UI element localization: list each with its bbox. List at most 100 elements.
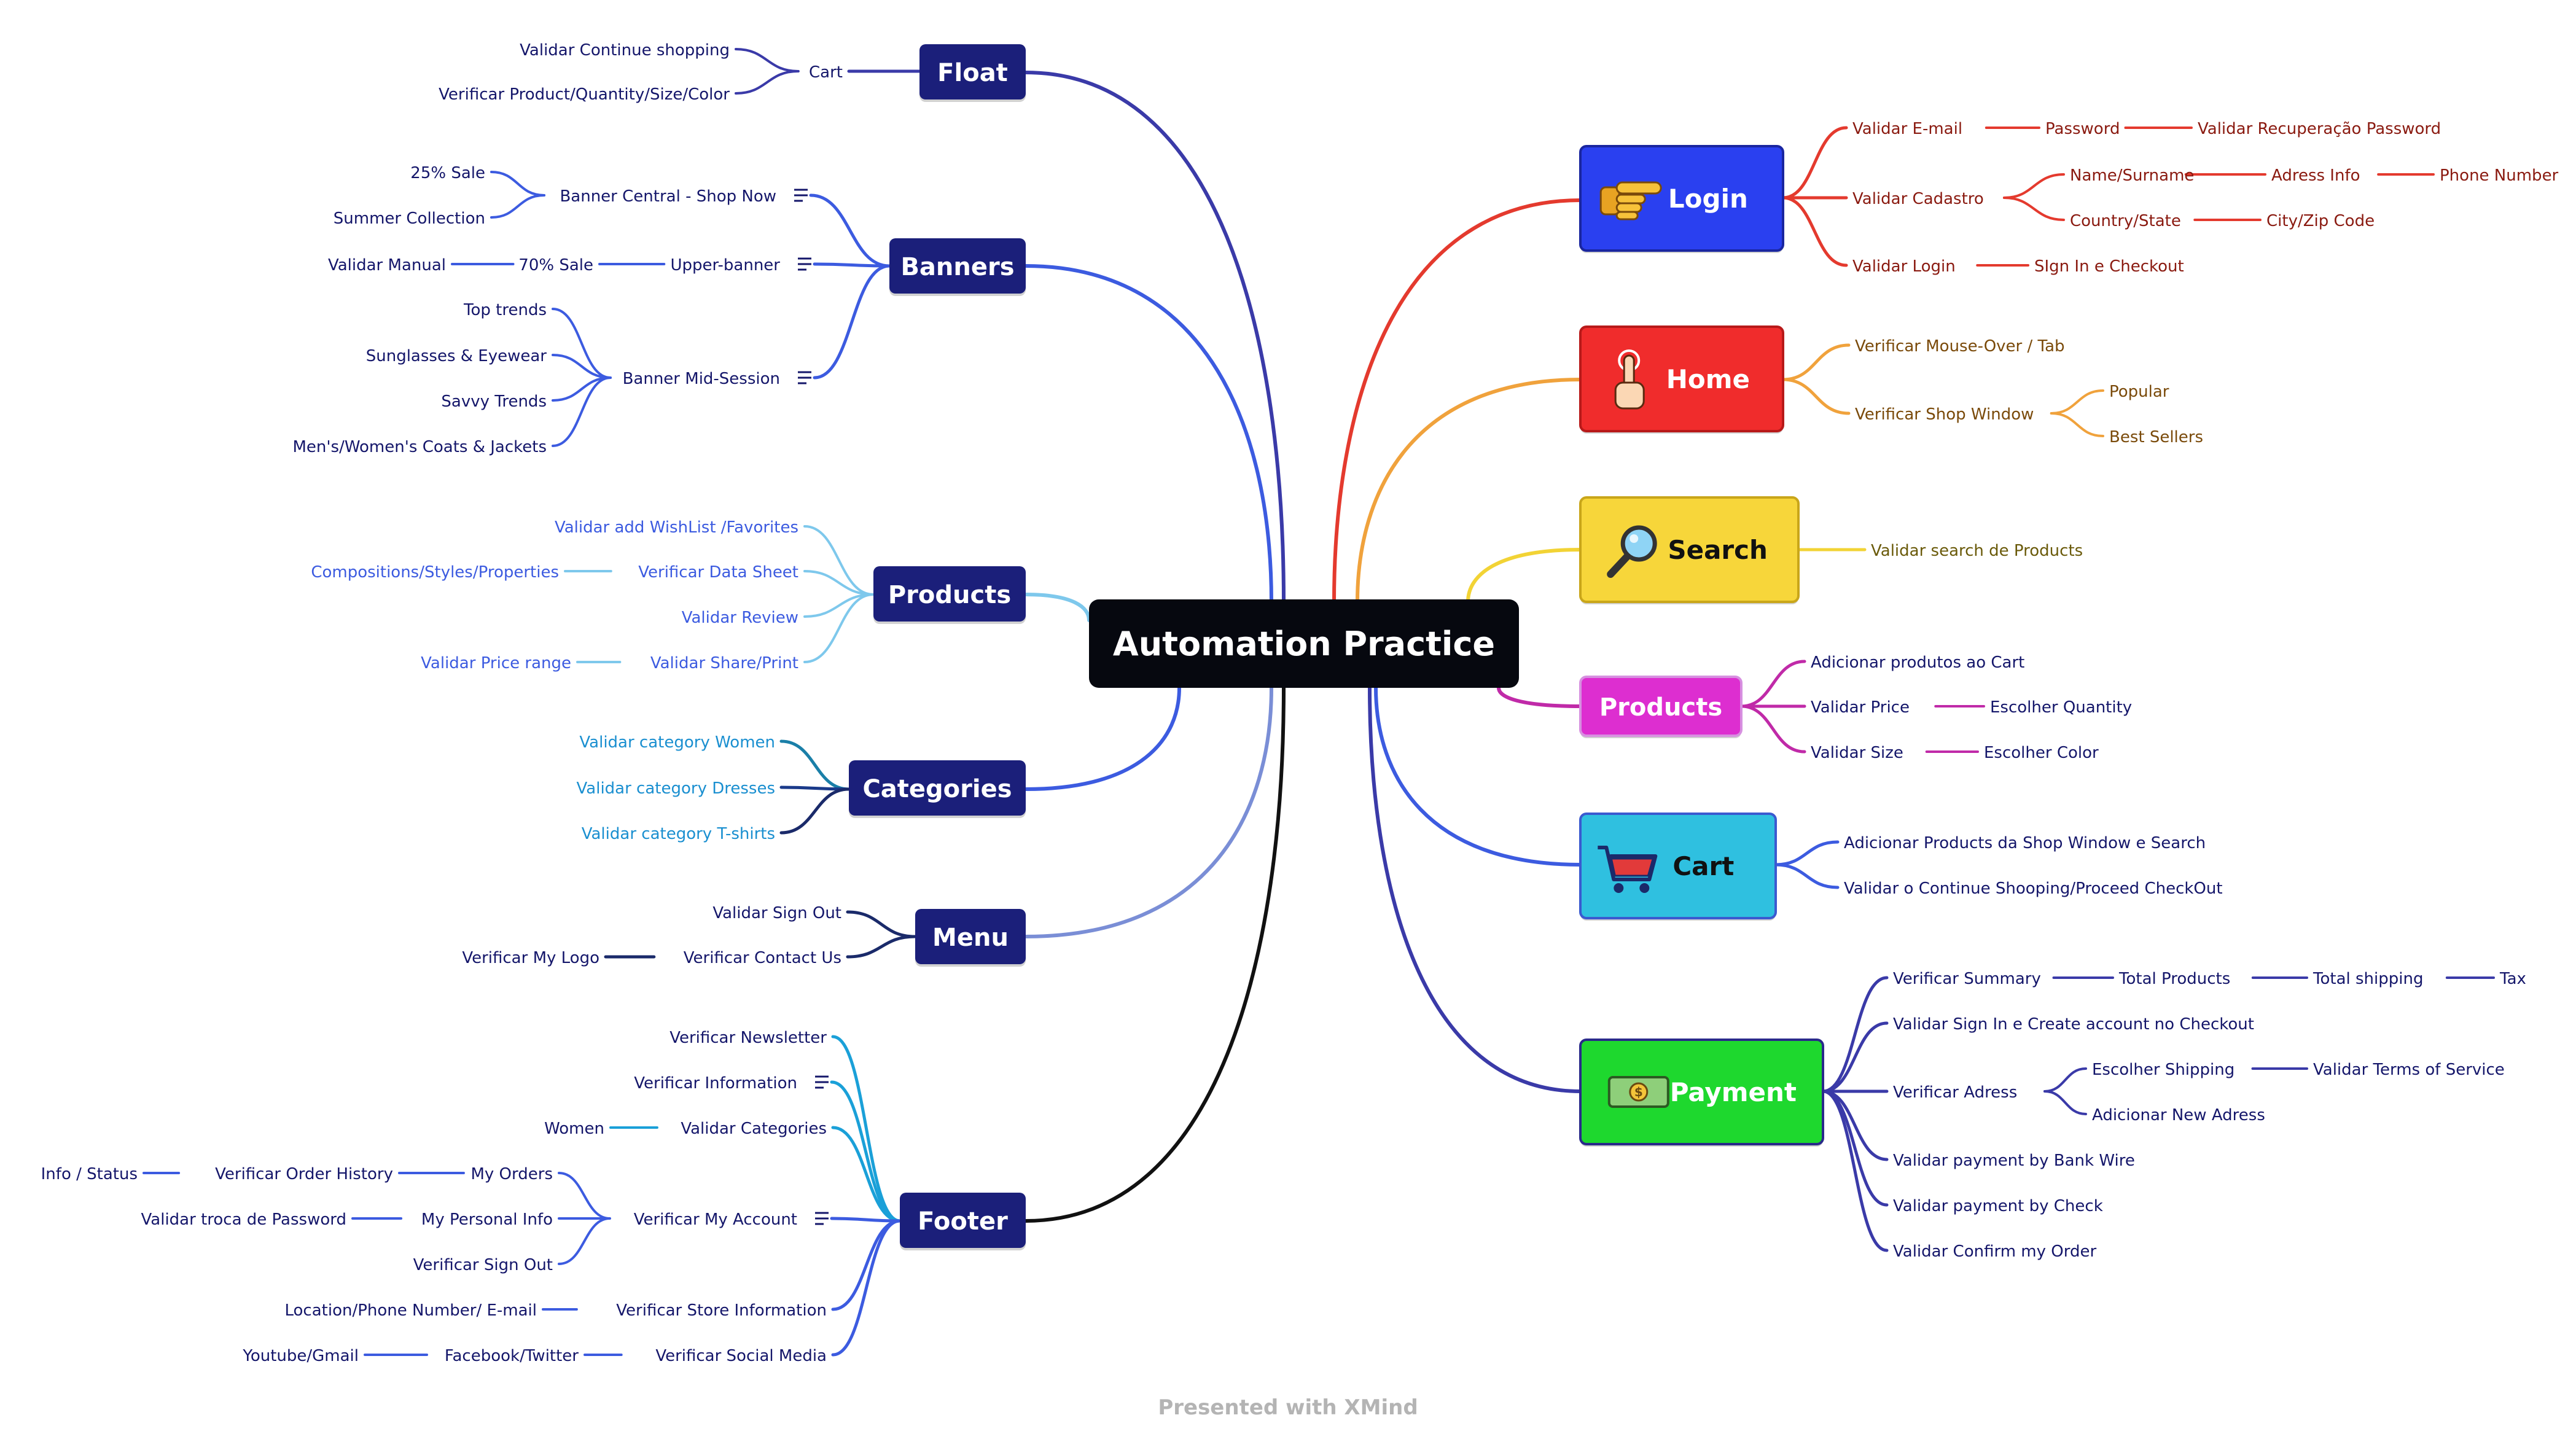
notes-icon[interactable] [798, 257, 811, 271]
node-validar-manual[interactable]: Validar Manual [328, 256, 446, 275]
node-men-s-women-s-coats-jackets[interactable]: Men's/Women's Coats & Jackets [292, 438, 547, 456]
node-city-zip-code[interactable]: City/Zip Code [2266, 212, 2375, 230]
node-verificar-sign-out[interactable]: Verificar Sign Out [413, 1256, 553, 1274]
node-validar-category-t-shirts[interactable]: Validar category T-shirts [582, 825, 775, 843]
node-validar-share-print[interactable]: Validar Share/Print [650, 654, 798, 672]
node-cart[interactable]: Cart [809, 63, 843, 82]
node-upper-banner[interactable]: Upper-banner [670, 256, 780, 275]
node-savvy-trends[interactable]: Savvy Trends [441, 392, 547, 411]
node-validar-sign-out[interactable]: Validar Sign Out [712, 904, 841, 922]
node-escolher-quantity[interactable]: Escolher Quantity [1990, 698, 2132, 717]
node-compositions-styles-properties[interactable]: Compositions/Styles/Properties [311, 563, 559, 582]
central-topic[interactable]: Automation Practice [1089, 599, 1519, 688]
main-topic-banners-left[interactable]: Banners [889, 238, 1026, 296]
main-topic-cart-right[interactable]: Cart [1579, 813, 1777, 921]
node-verificar-my-account[interactable]: Verificar My Account [634, 1210, 797, 1229]
node-validar-continue-shopping[interactable]: Validar Continue shopping [520, 41, 730, 60]
node-verificar-contact-us[interactable]: Verificar Contact Us [684, 949, 841, 967]
node-escolher-shipping[interactable]: Escolher Shipping [2092, 1061, 2234, 1079]
node-validar-sign-in-e-create-account-no-chec[interactable]: Validar Sign In e Create account no Chec… [1893, 1015, 2254, 1034]
main-topic-float-left[interactable]: Float [919, 44, 1026, 102]
node-verificar-order-history[interactable]: Verificar Order History [215, 1165, 393, 1183]
node-validar-payment-by-bank-wire[interactable]: Validar payment by Bank Wire [1893, 1152, 2135, 1170]
connector-line [2002, 197, 2065, 221]
connector-line [490, 171, 545, 197]
node-verificar-information[interactable]: Verificar Information [634, 1074, 797, 1093]
node-banner-mid-session[interactable]: Banner Mid-Session [623, 370, 780, 388]
node-validar-payment-by-check[interactable]: Validar payment by Check [1893, 1197, 2103, 1215]
node-validar-cadastro[interactable]: Validar Cadastro [1852, 190, 1984, 208]
node-verificar-my-logo[interactable]: Verificar My Logo [462, 949, 599, 967]
node-adress-info[interactable]: Adress Info [2271, 166, 2360, 185]
node-total-products[interactable]: Total Products [2118, 970, 2230, 988]
node-validar-categories[interactable]: Validar Categories [681, 1120, 827, 1138]
node-escolher-color[interactable]: Escolher Color [1984, 744, 2099, 762]
notes-icon[interactable] [794, 189, 808, 202]
node-best-sellers[interactable]: Best Sellers [2109, 428, 2203, 446]
node-validar-review[interactable]: Validar Review [682, 609, 798, 627]
node-verificar-product-quantity-size-color[interactable]: Verificar Product/Quantity/Size/Color [439, 85, 730, 104]
node-validar-price-range[interactable]: Validar Price range [421, 654, 571, 672]
node-password[interactable]: Password [2045, 120, 2120, 138]
node-verificar-summary[interactable]: Verificar Summary [1893, 970, 2041, 988]
notes-icon[interactable] [815, 1212, 829, 1225]
node-verificar-adress[interactable]: Verificar Adress [1893, 1083, 2017, 1102]
node-validar-recupera-o-password[interactable]: Validar Recuperação Password [2198, 120, 2441, 138]
node-validar-terms-of-service[interactable]: Validar Terms of Service [2313, 1061, 2505, 1079]
main-topic-categories-left[interactable]: Categories [849, 760, 1026, 818]
node-banner-central-shop-now[interactable]: Banner Central - Shop Now [560, 187, 776, 206]
node-25-sale[interactable]: 25% Sale [410, 164, 485, 182]
node-tax[interactable]: Tax [2499, 970, 2526, 988]
node-validar-e-mail[interactable]: Validar E-mail [1852, 120, 1962, 138]
notes-icon[interactable] [815, 1075, 829, 1089]
node-verificar-store-information[interactable]: Verificar Store Information [616, 1301, 827, 1320]
main-topic-products-left[interactable]: Products [873, 566, 1026, 624]
node-validar-add-wishlist-favorites[interactable]: Validar add WishList /Favorites [555, 518, 798, 537]
node-verificar-newsletter[interactable]: Verificar Newsletter [669, 1029, 827, 1047]
node-location-phone-number-e-mail[interactable]: Location/Phone Number/ E-mail [284, 1301, 537, 1320]
node-info-status[interactable]: Info / Status [41, 1165, 138, 1183]
main-topic-home-right[interactable]: Home [1579, 325, 1784, 434]
node-validar-price[interactable]: Validar Price [1811, 698, 1910, 717]
node-name-surname[interactable]: Name/Surname [2070, 166, 2194, 185]
trunk-connector [1368, 686, 1582, 1093]
node-verificar-social-media[interactable]: Verificar Social Media [655, 1347, 827, 1365]
node-validar-size[interactable]: Validar Size [1811, 744, 1903, 762]
node-validar-search-de-products[interactable]: Validar search de Products [1871, 542, 2083, 560]
node-youtube-gmail[interactable]: Youtube/Gmail [242, 1347, 359, 1365]
node-country-state[interactable]: Country/State [2070, 212, 2181, 230]
node-validar-category-dresses[interactable]: Validar category Dresses [577, 779, 775, 798]
node-validar-troca-de-password[interactable]: Validar troca de Password [141, 1210, 346, 1229]
node-sunglasses-eyewear[interactable]: Sunglasses & Eyewear [366, 347, 547, 365]
node-sign-in-e-checkout[interactable]: SIgn In e Checkout [2034, 257, 2184, 276]
node-validar-category-women[interactable]: Validar category Women [579, 733, 775, 752]
node-validar-confirm-my-order[interactable]: Validar Confirm my Order [1893, 1242, 2096, 1261]
main-topic-login-right[interactable]: Login [1579, 145, 1784, 253]
main-topic-products-right[interactable]: Products [1579, 676, 1743, 738]
node-validar-o-continue-shooping-proceed-chec[interactable]: Validar o Continue Shooping/Proceed Chec… [1844, 879, 2223, 898]
node-adicionar-produtos-ao-cart[interactable]: Adicionar produtos ao Cart [1811, 653, 2024, 672]
node-my-personal-info[interactable]: My Personal Info [421, 1210, 553, 1229]
node-verificar-data-sheet[interactable]: Verificar Data Sheet [638, 563, 798, 582]
node-summer-collection[interactable]: Summer Collection [334, 209, 485, 228]
main-topic-footer-left[interactable]: Footer [900, 1193, 1026, 1250]
notes-icon[interactable] [798, 371, 811, 384]
connector-line [803, 593, 875, 618]
main-topic-menu-left[interactable]: Menu [915, 909, 1026, 967]
node-women[interactable]: Women [544, 1120, 604, 1138]
node-phone-number[interactable]: Phone Number [2440, 166, 2559, 185]
main-topic-payment-right[interactable]: Payment$ [1579, 1039, 1824, 1147]
node-adicionar-products-da-shop-window-e-sear[interactable]: Adicionar Products da Shop Window e Sear… [1844, 834, 2206, 852]
node-verificar-shop-window[interactable]: Verificar Shop Window [1855, 405, 2034, 424]
node-validar-login[interactable]: Validar Login [1852, 257, 1956, 276]
node-70-sale[interactable]: 70% Sale [518, 256, 593, 275]
node-facebook-twitter[interactable]: Facebook/Twitter [445, 1347, 579, 1365]
node-my-orders[interactable]: My Orders [470, 1165, 553, 1183]
node-verificar-mouse-over-tab[interactable]: Verificar Mouse-Over / Tab [1855, 337, 2065, 356]
node-popular[interactable]: Popular [2109, 383, 2169, 401]
main-topic-search-right[interactable]: Search [1579, 496, 1800, 604]
node-top-trends[interactable]: Top trends [463, 301, 547, 319]
presented-with-xmind-footer: Presented with XMind [1158, 1395, 1418, 1420]
node-adicionar-new-adress[interactable]: Adicionar New Adress [2092, 1106, 2265, 1124]
node-total-shipping[interactable]: Total shipping [2313, 970, 2423, 988]
